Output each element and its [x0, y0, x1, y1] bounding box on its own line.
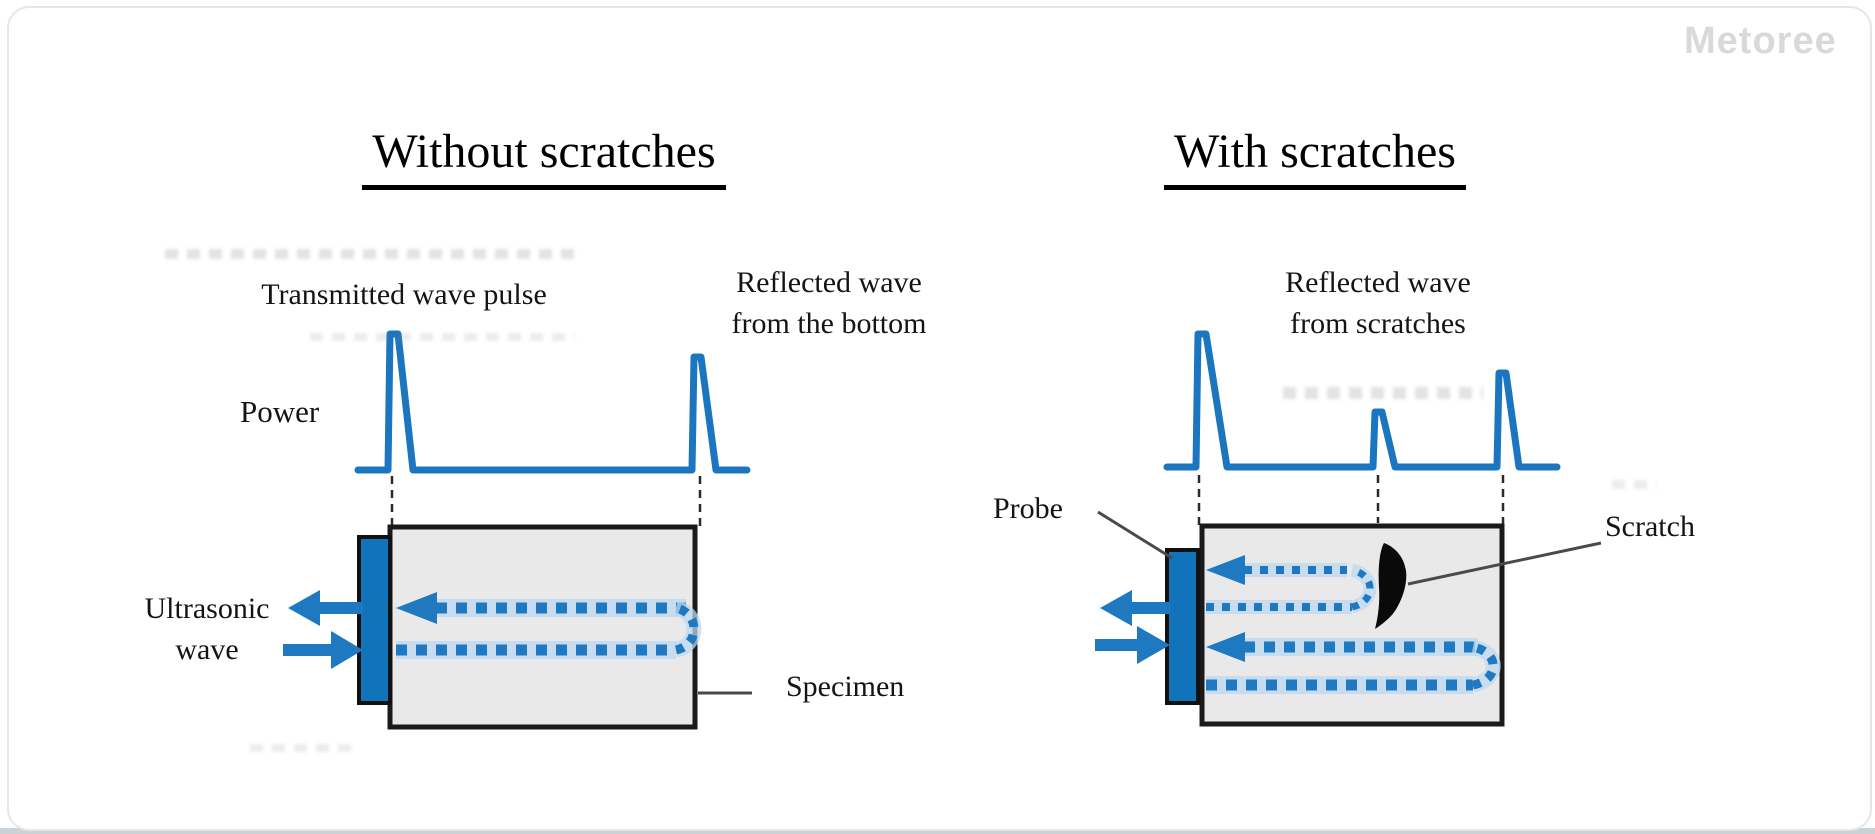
right-probe: [1165, 548, 1200, 705]
left-pulse-trace: [354, 330, 751, 474]
left-reflected-wave-label: Reflected wave from the bottom: [704, 262, 954, 344]
ultrasonic-wave-label: Ultrasonic wave: [107, 588, 307, 670]
left-reflected-line1: Reflected wave: [736, 266, 922, 299]
specimen-label: Specimen: [786, 670, 905, 703]
probe-leader-line: [1097, 510, 1173, 560]
left-uturn-dots: [674, 603, 699, 655]
ultrasonic-line2: wave: [175, 633, 239, 666]
right-arrow-in-icon: [1095, 626, 1170, 664]
scratch-return-arrowhead-icon: [1206, 555, 1245, 585]
left-panel-title: Without scratches: [324, 126, 764, 190]
artifact-smudge: [1612, 480, 1657, 489]
left-reflected-line2: from the bottom: [731, 307, 927, 340]
left-panel-graphics: [283, 330, 752, 730]
left-return-arrowhead-icon: [396, 592, 437, 624]
right-arrow-out-icon: [1100, 590, 1170, 626]
artifact-smudge: [165, 249, 580, 259]
right-panel-graphics: [1095, 330, 1602, 727]
scratch-uturn-dots: [1350, 566, 1374, 611]
artifact-smudge: [1283, 387, 1483, 399]
power-label: Power: [240, 394, 320, 429]
left-probe: [357, 535, 392, 705]
metoree-watermark: Metoree: [1684, 20, 1837, 62]
artifact-smudge: [310, 333, 575, 341]
right-reflected-line2: from scratches: [1290, 307, 1466, 340]
probe-label: Probe: [993, 492, 1063, 525]
scratch-label: Scratch: [1605, 510, 1695, 543]
bottom-uturn-dots: [1471, 642, 1498, 690]
page-bottom-strip: [0, 828, 1875, 834]
left-arrow-out-icon: [288, 590, 363, 626]
left-arrow-in-icon: [283, 631, 363, 669]
left-specimen-box: [387, 524, 698, 730]
ultrasonic-line1: Ultrasonic: [144, 592, 270, 625]
scratch-leader-line: [1407, 541, 1602, 586]
right-specimen-box: [1199, 523, 1505, 727]
transmitted-wave-label: Transmitted wave pulse: [261, 278, 547, 311]
artifact-smudge: [250, 744, 355, 752]
scratch-shape: [1375, 543, 1407, 629]
right-pulse-trace: [1163, 330, 1561, 471]
right-panel-title: With scratches: [1095, 126, 1535, 190]
content-card: [7, 6, 1872, 831]
bottom-return-arrowhead-icon: [1206, 632, 1245, 662]
right-reflected-wave-label: Reflected wave from scratches: [1253, 262, 1503, 344]
right-reflected-line1: Reflected wave: [1285, 266, 1471, 299]
